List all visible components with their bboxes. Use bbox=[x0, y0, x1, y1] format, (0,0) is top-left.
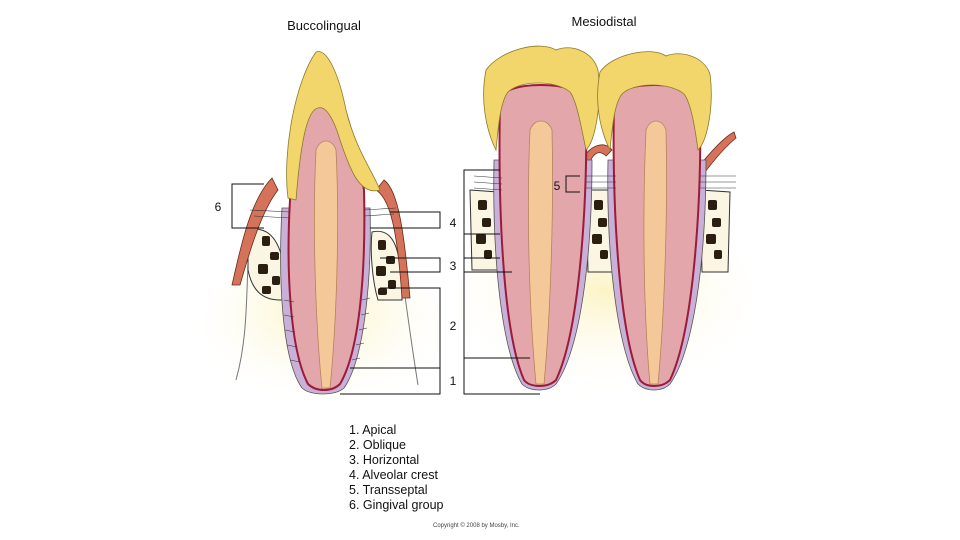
transseptal-fibers bbox=[473, 175, 736, 191]
callout-3: 3 bbox=[450, 259, 457, 273]
callout-1: 1 bbox=[450, 374, 457, 388]
callout-6: 6 bbox=[215, 200, 222, 214]
bone-marrow-spaces-left bbox=[258, 236, 280, 294]
bracket-6 bbox=[231, 183, 264, 229]
legend-item-6: 6. Gingival group bbox=[349, 498, 444, 512]
gingiva-interdental bbox=[581, 144, 613, 163]
bracket-1-left bbox=[340, 367, 441, 395]
legend-item-3: 3. Horizontal bbox=[349, 453, 419, 467]
pulp bbox=[314, 140, 338, 389]
callout-4: 4 bbox=[450, 216, 457, 230]
bracket-right-outer bbox=[463, 169, 540, 395]
legend: 1. Apical 2. Oblique 3. Horizontal 4. Al… bbox=[349, 423, 444, 512]
bone-marrow-spaces-mesiodistal bbox=[476, 200, 722, 259]
gingiva-right bbox=[375, 179, 411, 299]
legend-item-1: 1. Apical bbox=[349, 423, 396, 437]
gingiva-left bbox=[231, 177, 279, 286]
legend-item-4: 4. Alveolar crest bbox=[349, 468, 438, 482]
mesiodistal-title: Mesiodistal bbox=[571, 14, 636, 29]
tooth-mesial bbox=[483, 45, 600, 391]
copyright: Copyright © 2008 by Mosby, Inc. bbox=[433, 522, 520, 529]
enamel bbox=[286, 51, 381, 201]
bracket-5 bbox=[565, 175, 580, 193]
bone-marrow-spaces-right bbox=[376, 240, 396, 295]
ligament-fibers bbox=[249, 207, 397, 363]
callout-5: 5 bbox=[554, 179, 561, 193]
bracket-4-left bbox=[370, 211, 441, 229]
mesiodistal-teeth-section bbox=[455, 45, 755, 391]
tooth-distal bbox=[597, 51, 712, 391]
bracket-3-left bbox=[380, 257, 441, 273]
buccolingual-tooth-section bbox=[202, 51, 442, 410]
buccolingual-title: Buccolingual bbox=[287, 18, 361, 33]
legend-item-2: 2. Oblique bbox=[349, 438, 406, 452]
legend-item-5: 5. Transseptal bbox=[349, 483, 428, 497]
callout-2: 2 bbox=[450, 319, 457, 333]
